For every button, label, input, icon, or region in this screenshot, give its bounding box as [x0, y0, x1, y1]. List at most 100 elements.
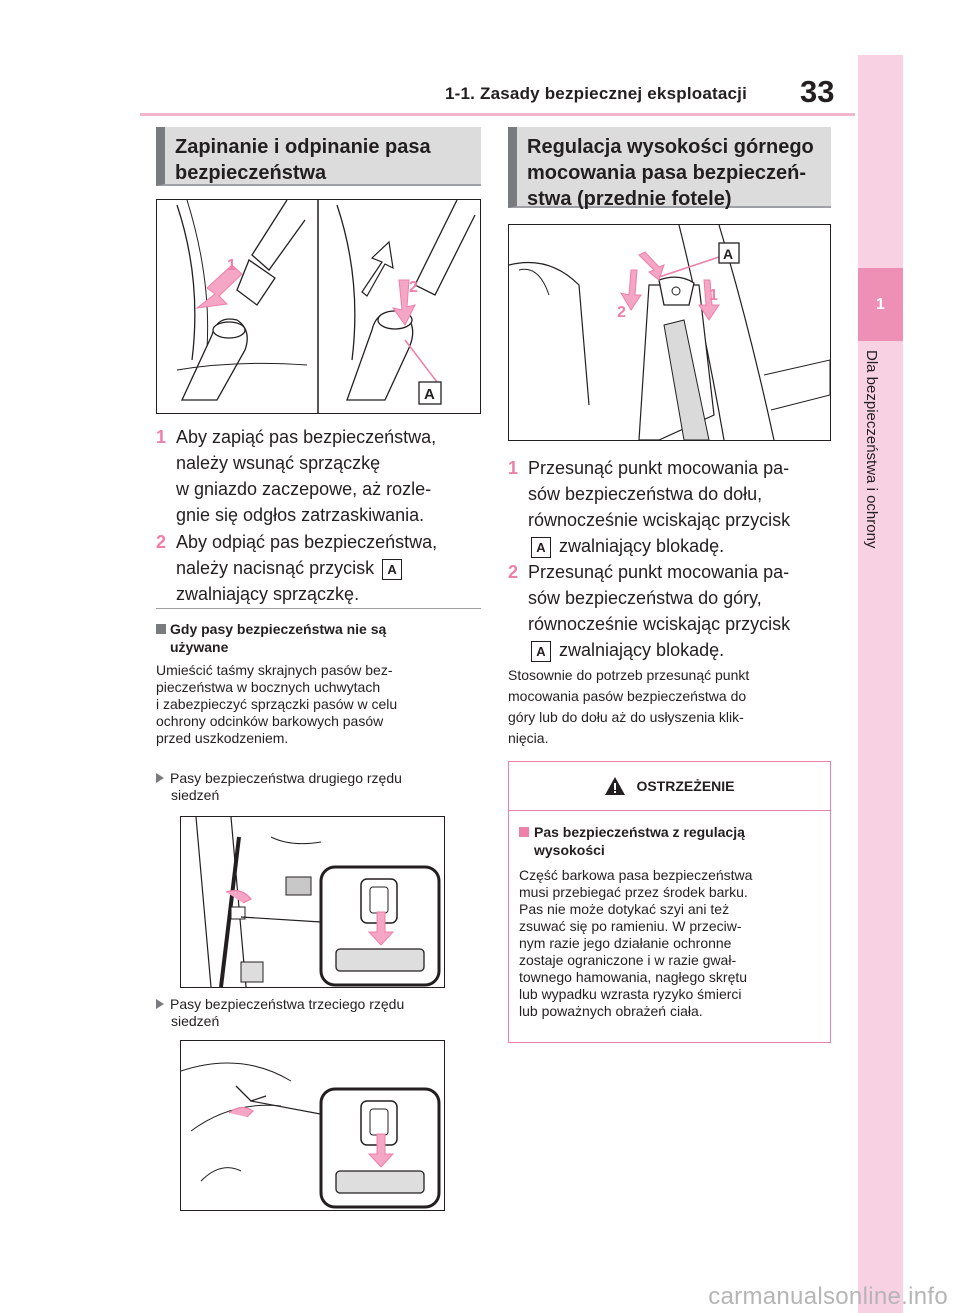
step-2-adjust: 2 Przesunąć punkt mocowania pa- sów bezp…: [508, 559, 838, 663]
note-heading-text: Gdy pasy bezpieczeństwa nie są: [170, 621, 387, 637]
button-a-badge: A: [531, 640, 551, 662]
note-line: nięcia.: [508, 730, 549, 746]
step-line: Przesunąć punkt mocowania pa-: [528, 458, 790, 478]
button-a-badge: A: [382, 558, 403, 580]
heading-line: stwa (przednie fotele): [527, 188, 732, 210]
note-heading: Gdy pasy bezpieczeństwa nie są używane: [156, 620, 486, 656]
third-row-belt-illustration: [180, 1040, 445, 1211]
warning-line: musi przebiegać przez środek barku.: [519, 884, 748, 900]
step-number: 1: [156, 427, 167, 447]
step-line: gnie się odgłos zatrzaskiwania.: [176, 505, 425, 525]
step-number: 2: [508, 562, 519, 582]
warning-sub-text: Pas bezpieczeństwa z regulacją: [534, 824, 745, 840]
heading-line: mocowania pasa bezpieczeń-: [527, 162, 806, 184]
callout-1: 1: [709, 287, 718, 304]
section-heading-buckle: Zapinanie i odpinanie pasa bezpieczeństw…: [156, 127, 481, 186]
step-line: Przesunąć punkt mocowania pa-: [528, 562, 790, 582]
warning-line: lub poważnych obrażeń ciała.: [519, 1003, 703, 1019]
chapter-side-tab: [858, 55, 903, 1313]
note-line: i zabezpieczyć sprzączki pasów w celu: [156, 696, 398, 712]
step-number: 1: [508, 458, 519, 478]
step-line: należy nacisnąć przycisk A: [176, 555, 486, 581]
warning-header: OSTRZEŻENIE: [509, 762, 830, 811]
third-row-drawing: [181, 1062, 441, 1209]
step-line: A zwalniający blokadę.: [528, 637, 838, 663]
warning-title: OSTRZEŻENIE: [636, 778, 735, 794]
callout-2: 2: [617, 304, 626, 321]
step-2: 2 Aby odpiąć pas bezpieczeństwa, należy …: [156, 529, 486, 607]
warning-line: nym razie jego działanie ochronne: [519, 935, 732, 951]
note-line: przed uszkodzeniem.: [156, 730, 289, 746]
callout-a: A: [424, 386, 435, 403]
chapter-number: 1: [876, 295, 885, 313]
chapter-title-vertical: Dla bezpieczeństwa i ochrony: [863, 350, 880, 549]
step-1-adjust: 1 Przesunąć punkt mocowania pa- sów bezp…: [508, 455, 838, 559]
step-line-text: zwalniający blokadę.: [559, 640, 725, 660]
button-a-badge: A: [531, 536, 551, 558]
buckle-illustration: 1 2 A: [156, 199, 481, 414]
step-number: 2: [156, 532, 167, 552]
bullet-third-row: Pasy bezpieczeństwa trzeciego rzędu sied…: [156, 996, 486, 1030]
warning-sub-text: wysokości: [534, 842, 605, 858]
bullet-text: Pasy bezpieczeństwa trzeciego rzędu: [170, 996, 405, 1012]
warning-line: lub wypadku wzrasta ryzyko śmierci: [519, 986, 742, 1002]
warning-triangle-icon: [605, 777, 626, 795]
adjust-note: Stosownie do potrzeb przesunąć punkt moc…: [508, 665, 838, 749]
triangle-bullet-icon: [156, 773, 164, 783]
note-body: Umieścić taśmy skrajnych pasów bez- piec…: [156, 662, 486, 747]
warning-line: Pas nie może dotykać szyi ani też: [519, 901, 730, 917]
callout-a: A: [723, 246, 733, 262]
page-number: 33: [800, 74, 835, 109]
heading-line: Regulacja wysokości górnego: [527, 136, 814, 158]
note-line: pieczeństwa w bocznych uchwytach: [156, 679, 381, 695]
watermark: carmanualsonline.info: [708, 1283, 948, 1310]
warning-subheading: Pas bezpieczeństwa z regulacją wysokości: [509, 811, 830, 859]
step-line: zwalniający sprzączkę.: [176, 584, 360, 604]
note-line: ochrony odcinków barkowych pasów: [156, 713, 384, 729]
step-line: należy wsunąć sprzączkę: [176, 453, 381, 473]
second-row-drawing: [195, 817, 441, 987]
warning-line: Część barkowa pasa bezpieczeństwa: [519, 867, 753, 883]
note-line: mocowania pasów bezpieczeństwa do: [508, 688, 747, 704]
note-line: Stosownie do potrzeb przesunąć punkt: [508, 667, 750, 683]
warning-box: OSTRZEŻENIE Pas bezpieczeństwa z regulac…: [508, 761, 831, 1043]
bullet-second-row: Pasy bezpieczeństwa drugiego rzędu siedz…: [156, 770, 486, 804]
square-bullet-icon: [519, 827, 529, 837]
anchor-drawing: A 2 1: [509, 225, 830, 440]
chapter-number-box[interactable]: 1: [858, 268, 903, 341]
step-line: sów bezpieczeństwa do góry,: [528, 588, 762, 608]
note-line: Umieścić taśmy skrajnych pasów bez-: [156, 662, 393, 678]
step-line-text: zwalniający blokadę.: [559, 536, 725, 556]
anchor-adjust-illustration: A 2 1: [508, 224, 831, 441]
step-line: sów bezpieczeństwa do dołu,: [528, 484, 763, 504]
note-heading-text: używane: [170, 639, 229, 655]
callout-1: 1: [227, 257, 236, 274]
note-line: góry lub do dołu aż do usłyszenia klik-: [508, 709, 744, 725]
bullet-text: siedzeń: [171, 1013, 220, 1029]
bullet-text: siedzeń: [171, 787, 220, 803]
step-1: 1 Aby zapiąć pas bezpieczeństwa, należy …: [156, 424, 486, 528]
step-line: Aby odpiąć pas bezpieczeństwa,: [176, 532, 438, 552]
step-line: równocześnie wciskając przycisk: [528, 510, 791, 530]
divider: [156, 608, 481, 609]
callout-2: 2: [409, 279, 418, 296]
second-row-belt-illustration: [180, 816, 445, 988]
square-bullet-icon: [156, 624, 166, 634]
warning-line: zostaje ograniczone i w razie gwał-: [519, 952, 737, 968]
header-rule: [140, 113, 855, 116]
warning-line: townego hamowania, nagłego skrętu: [519, 969, 748, 985]
step-line: równocześnie wciskając przycisk: [528, 614, 791, 634]
step-line: Aby zapiąć pas bezpieczeństwa,: [176, 427, 437, 447]
triangle-bullet-icon: [156, 999, 164, 1009]
bullet-text: Pasy bezpieczeństwa drugiego rzędu: [170, 770, 402, 786]
heading-line: Zapinanie i odpinanie pasa: [175, 136, 431, 158]
warning-line: zsuwać się po ramieniu. W przeciw-: [519, 918, 742, 934]
step-line: A zwalniający blokadę.: [528, 533, 838, 559]
heading-line: bezpieczeństwa: [175, 162, 327, 184]
warning-body: Część barkowa pasa bezpieczeństwa musi p…: [509, 859, 830, 1020]
section-title: 1-1. Zasady bezpiecznej eksploatacji: [445, 84, 747, 103]
step-line: w gniazdo zaczepowe, aż rozle-: [176, 479, 432, 499]
section-heading-height-adjust: Regulacja wysokości górnego mocowania pa…: [508, 127, 831, 210]
step-line-text: należy nacisnąć przycisk: [176, 558, 375, 578]
buckle-drawing: 1 2 A: [176, 200, 476, 413]
